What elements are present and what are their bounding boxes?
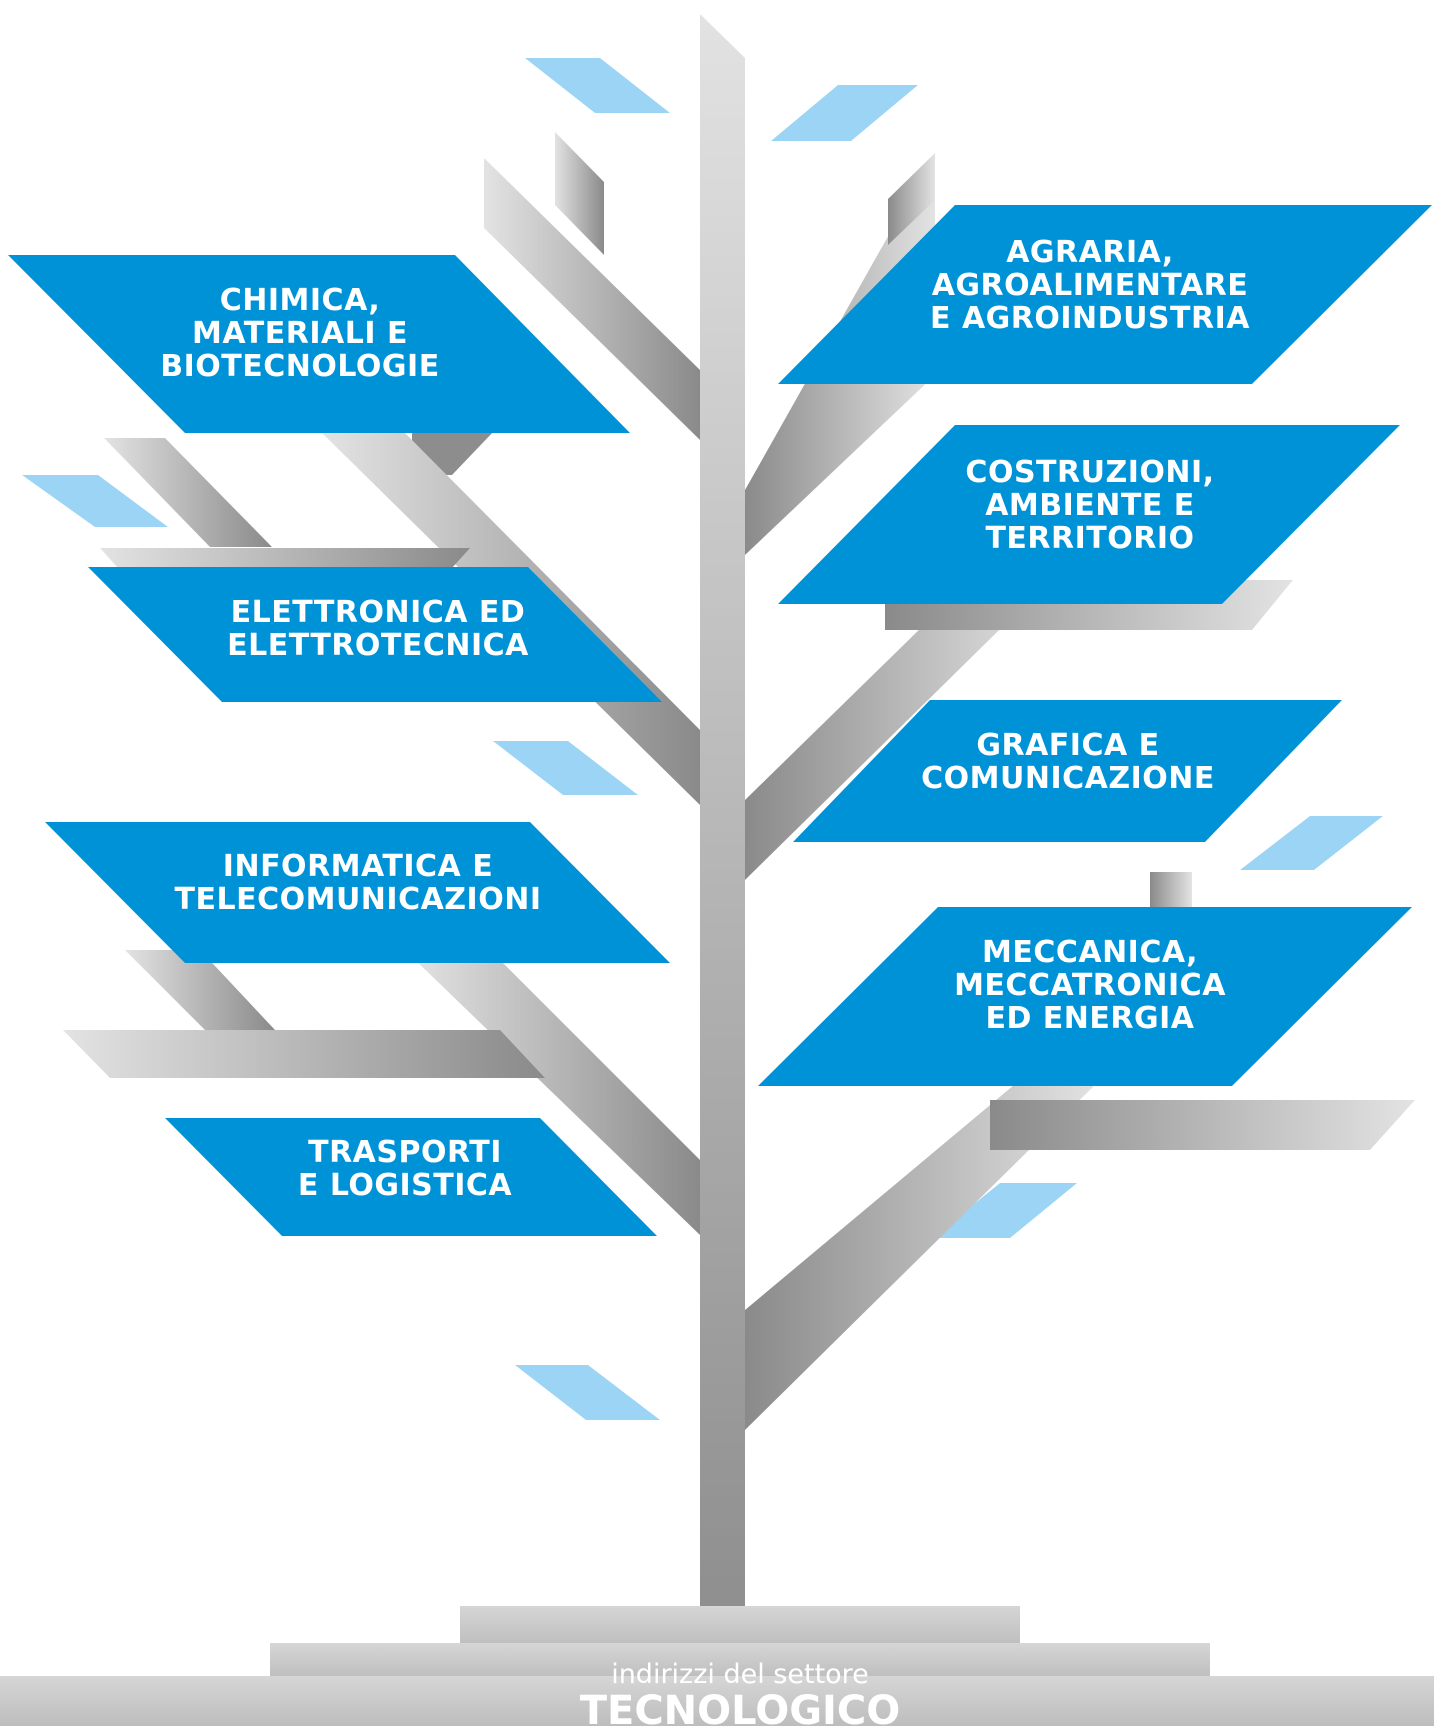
base-step-top — [460, 1606, 1020, 1646]
sign-label-line: INFORMATICA E — [223, 849, 493, 884]
sign-label-line: COSTRUZIONI, — [965, 455, 1214, 490]
sign-label-line: E AGROINDUSTRIA — [930, 301, 1250, 336]
sign-label-line: BIOTECNOLOGIE — [160, 349, 439, 384]
sign-label-line: AGROALIMENTARE — [932, 268, 1249, 303]
base-step-middle — [270, 1643, 1210, 1679]
sign-label-line: MATERIALI E — [192, 316, 408, 351]
sign-board-shape — [165, 1118, 657, 1236]
sign-board-shape — [778, 425, 1400, 604]
sign-label-line: ELETTROTECNICA — [227, 628, 529, 663]
footer-title: TECNOLOGICO — [580, 1688, 901, 1726]
leaf — [525, 58, 670, 113]
branch — [104, 438, 272, 547]
leaf — [515, 1365, 660, 1420]
sign-board-shape — [45, 822, 670, 963]
sign-board-shape — [8, 255, 630, 433]
decorative-leaves — [22, 58, 1383, 1420]
sign-label-line: CHIMICA, — [220, 283, 381, 318]
branch — [745, 1080, 1100, 1430]
branch — [63, 1030, 545, 1078]
branch — [745, 580, 1050, 880]
branch — [1150, 872, 1192, 910]
branch — [484, 158, 700, 440]
sign-board-shape — [793, 700, 1342, 842]
sign-label-line: COMUNICAZIONE — [921, 761, 1215, 796]
sign-label-line: GRAFICA E — [976, 728, 1159, 763]
branch — [990, 1100, 1415, 1150]
sign-label-line: ED ENERGIA — [985, 1001, 1194, 1036]
branch — [410, 955, 700, 1235]
sign-label-line: AGRARIA, — [1006, 235, 1174, 270]
branch — [100, 548, 470, 568]
leaf — [493, 741, 638, 795]
sign-label-line: TRASPORTI — [308, 1135, 502, 1170]
footer-subtitle: indirizzi del settore — [611, 1659, 869, 1690]
tree-base — [0, 1606, 1434, 1726]
sign-board-shape — [778, 205, 1432, 384]
sign-board-shape — [88, 567, 662, 702]
sign-label-line: TELECOMUNICAZIONI — [175, 882, 542, 917]
leaf — [932, 1183, 1077, 1238]
sign-board-shape — [758, 907, 1412, 1086]
branch — [555, 132, 604, 255]
tree-trunk — [700, 14, 745, 1606]
sign-label-line: ELETTRONICA ED — [231, 595, 526, 630]
sign-label-line: AMBIENTE E — [985, 488, 1195, 523]
sign-label-line: MECCATRONICA — [954, 968, 1226, 1003]
branch — [125, 950, 275, 1030]
branch — [888, 153, 935, 245]
sign-label-line: TERRITORIO — [985, 521, 1194, 556]
sign-label-line: E LOGISTICA — [298, 1168, 513, 1203]
leaf — [771, 85, 918, 141]
leaf — [1240, 816, 1383, 870]
leaf — [22, 475, 168, 527]
sign-label-line: MECCANICA, — [982, 935, 1198, 970]
base-step-bottom — [0, 1676, 1434, 1726]
